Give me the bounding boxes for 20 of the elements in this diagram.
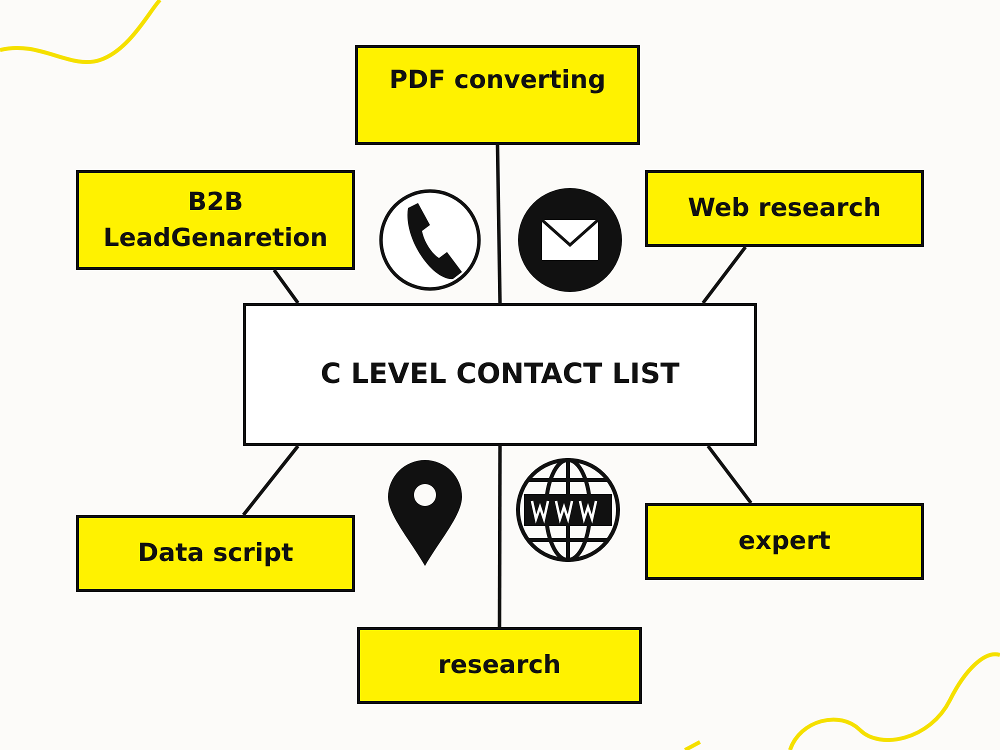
box-label: research	[438, 649, 561, 682]
connector-line	[702, 246, 747, 304]
topic-box	[76, 515, 355, 592]
topic-box	[76, 170, 355, 270]
topic-box	[645, 170, 924, 247]
central-box	[243, 303, 757, 446]
topic-box	[355, 45, 640, 145]
connector-line	[706, 444, 752, 504]
connector-line	[272, 268, 300, 304]
box-label: Data script	[138, 537, 294, 570]
connector-line	[498, 446, 502, 627]
box-label: Web research	[688, 192, 882, 224]
box-label: PDF converting	[389, 64, 606, 96]
box-label: C LEVEL CONTACT LIST	[320, 356, 680, 392]
box-label: B2B LeadGenaretion	[102, 186, 329, 254]
box-label: expert	[738, 525, 831, 558]
connector-line	[496, 144, 502, 304]
connector-line	[242, 444, 300, 516]
topic-box	[645, 503, 924, 580]
topic-box	[357, 627, 642, 704]
